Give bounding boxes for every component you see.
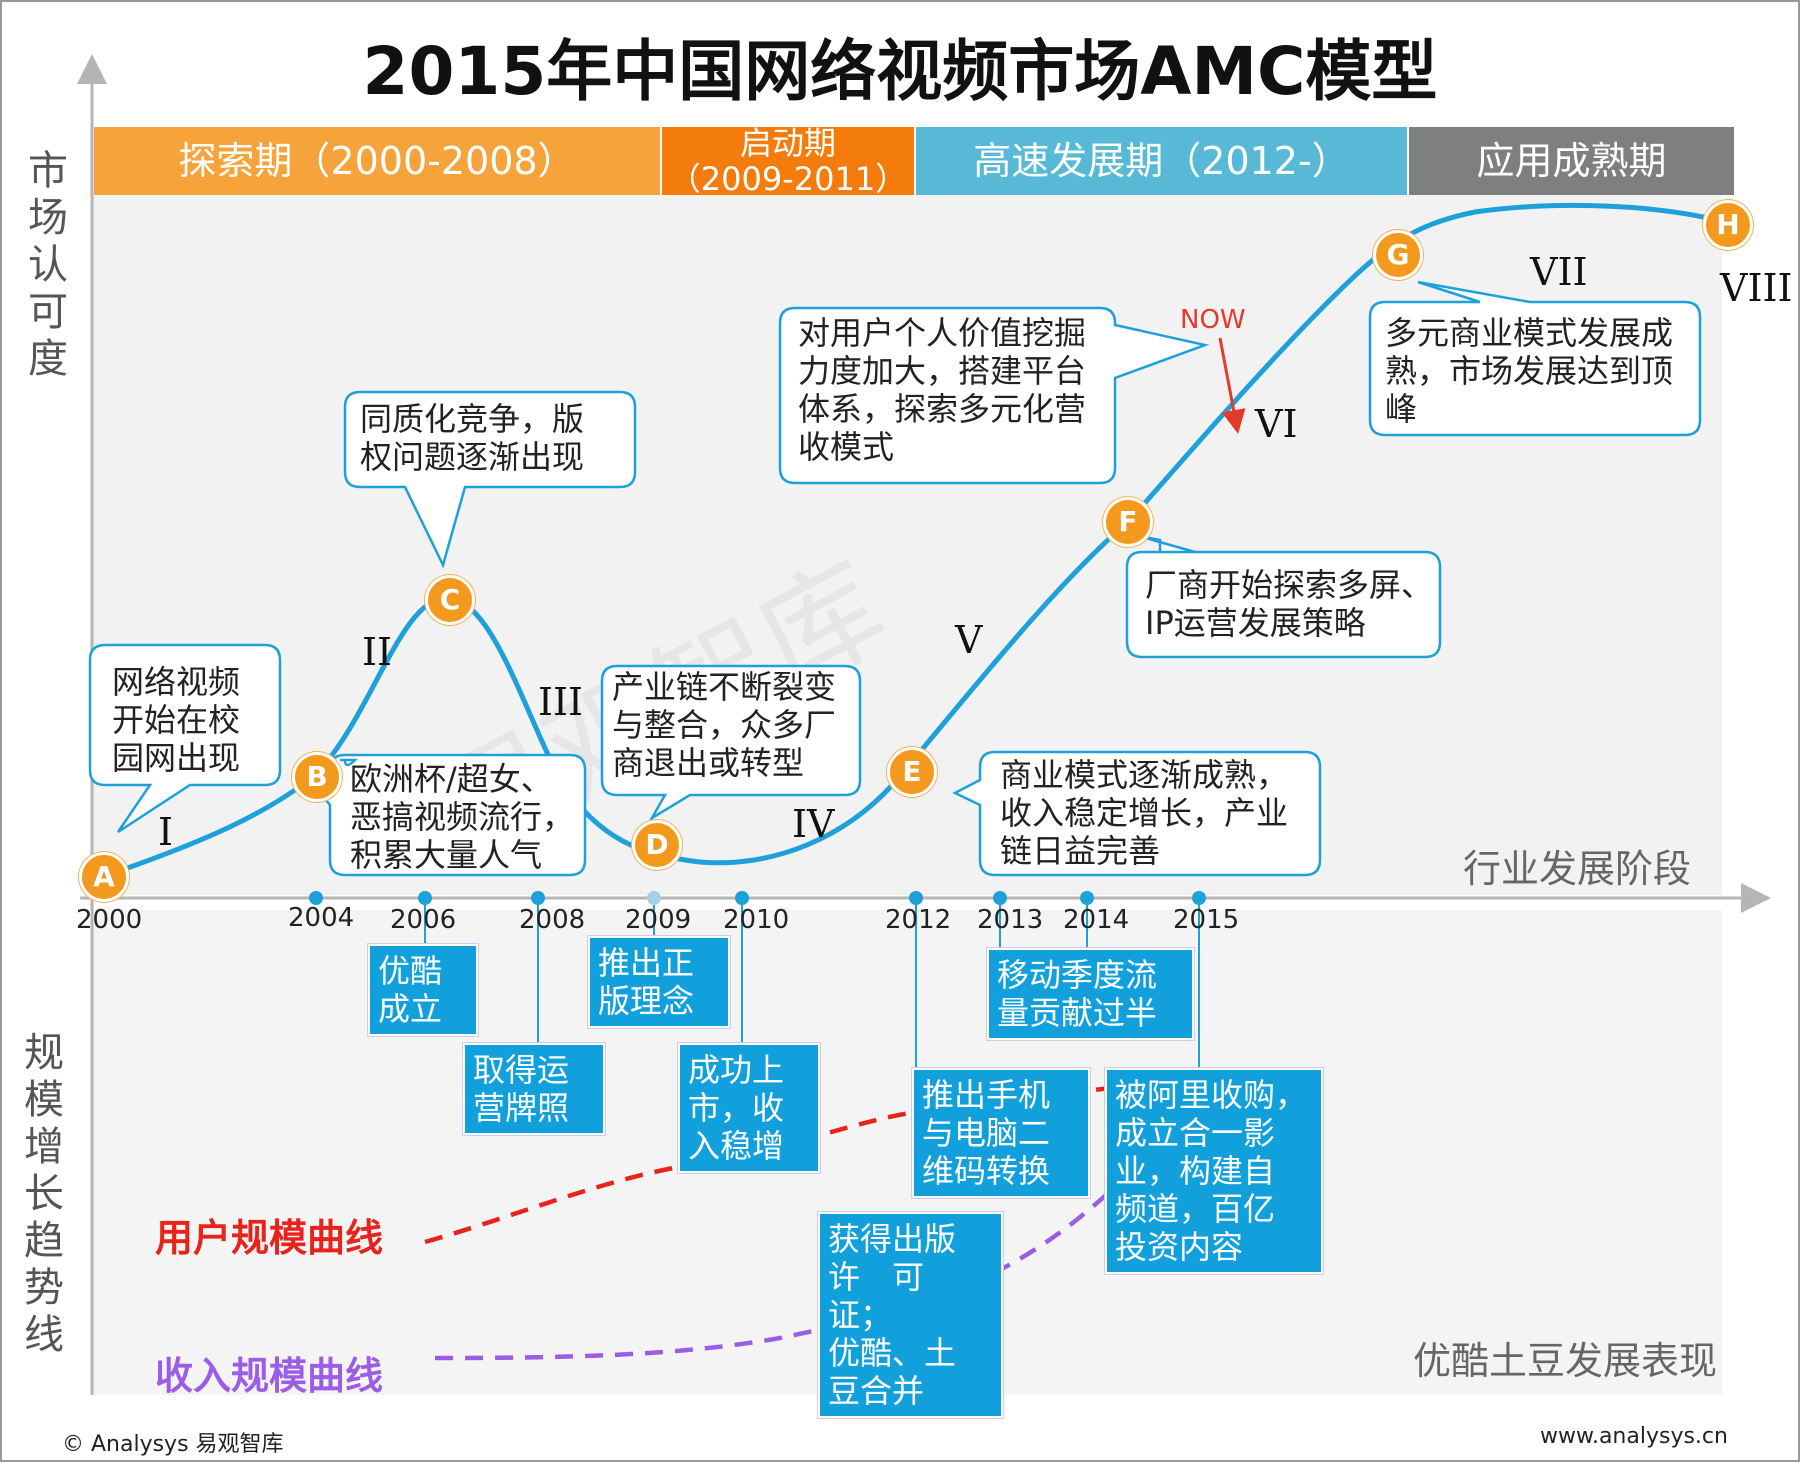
event-2012-a: 推出手机 与电脑二 维码转换: [912, 1068, 1090, 1198]
stage-label-5: V: [955, 618, 983, 662]
callout-now-text: 对用户个人价值挖掘 力度加大，搭建平台 体系，探索多元化营 收模式: [798, 314, 1087, 466]
node-e: E: [887, 747, 937, 797]
stage-label-4: IV: [792, 802, 835, 846]
callout-c-text: 同质化竞争，版 权问题逐渐出现: [360, 400, 585, 476]
node-a: A: [79, 852, 129, 902]
callout-g-bubble: [1368, 280, 1702, 437]
callout-d-bubble: [600, 664, 862, 822]
node-h: H: [1703, 200, 1753, 250]
year-2000: 2000: [76, 905, 143, 935]
year-2010: 2010: [723, 905, 790, 935]
year-2015: 2015: [1173, 905, 1240, 935]
year-2012: 2012: [885, 905, 952, 935]
event-2012-b: 获得出版 许 可 证； 优酷、土 豆合并: [818, 1212, 1003, 1418]
page-title: 2015年中国网络视频市场AMC模型: [362, 33, 1438, 110]
phase-exploration: 探索期（2000-2008）: [94, 127, 660, 195]
y-axis-label-growth: 规模增长趋势线: [24, 1030, 64, 1358]
bottom-axis-label: 优酷土豆发展表现: [1413, 1339, 1718, 1383]
node-c: C: [425, 575, 475, 625]
year-tick-dot: [418, 891, 432, 905]
now-arrow: [1218, 337, 1246, 434]
callout-c-bubble: [343, 390, 637, 569]
phase-rapid-growth: 高速发展期（2012-）: [916, 127, 1407, 195]
callout-now-bubble: [778, 306, 1210, 485]
callout-d-text: 产业链不断裂变 与整合，众多厂 商退出或转型: [612, 668, 837, 782]
year-tick-dot: [735, 891, 749, 905]
year-2008: 2008: [519, 905, 586, 935]
stage-label-3: III: [538, 680, 584, 724]
stage-label-2: II: [362, 630, 393, 674]
callout-f-text: 厂商开始探索多屏、 IP运营发展策略: [1145, 566, 1434, 642]
stage-label-7: VII: [1530, 250, 1588, 294]
callout-e-text: 商业模式逐渐成熟， 收入稳定增长，产业 链日益完善: [1000, 756, 1289, 870]
event-2010: 成功上 市，收 入稳增: [678, 1043, 820, 1173]
stage-label-6: VI: [1255, 402, 1298, 446]
callout-a-text: 网络视频 开始在校 园网出现: [112, 663, 241, 777]
node-b: B: [292, 752, 342, 802]
stage-label-8: VIII: [1720, 266, 1793, 310]
event-2013: 移动季度流 量贡献过半: [987, 948, 1194, 1040]
footer-copyright: © Analysys 易观智库: [62, 1432, 284, 1457]
event-2008: 取得运 营牌照: [463, 1043, 605, 1135]
footer-website: www.analysys.cn: [1540, 1424, 1728, 1449]
year-2004: 2004: [288, 903, 355, 933]
year-2009: 2009: [625, 905, 692, 935]
revenue-curve-label: 收入规模曲线: [155, 1354, 384, 1398]
year-2014: 2014: [1063, 905, 1130, 935]
user-curve-label: 用户规模曲线: [155, 1216, 384, 1260]
node-d: D: [632, 820, 682, 870]
callout-a-bubble: [88, 643, 282, 834]
year-tick-dot: [531, 891, 545, 905]
year-tick-dot: [993, 891, 1007, 905]
year-2006: 2006: [390, 905, 457, 935]
phase-maturity: 应用成熟期: [1409, 127, 1734, 195]
stage-label-1: I: [158, 810, 174, 854]
event-2006: 优酷 成立: [368, 944, 478, 1036]
event-2015: 被阿里收购， 成立合一影 业，构建自 频道，百亿 投资内容: [1105, 1068, 1323, 1274]
year-tick-dot: [1192, 891, 1206, 905]
year-tick-dot: [647, 891, 661, 905]
year-tick-dot: [309, 891, 323, 905]
node-f: F: [1103, 497, 1153, 547]
event-2009: 推出正 版理念: [588, 936, 730, 1028]
callout-e-bubble: [952, 750, 1322, 877]
year-2013: 2013: [977, 905, 1044, 935]
node-g: G: [1373, 230, 1423, 280]
year-tick-dot: [909, 891, 923, 905]
stage-axis-label: 行业发展阶段: [1463, 847, 1692, 891]
callout-g-text: 多元商业模式发展成 熟，市场发展达到顶 峰: [1385, 314, 1674, 428]
phase-startup: 启动期 （2009-2011）: [662, 125, 914, 197]
y-axis-label-market: 市场认可度: [28, 148, 68, 382]
year-markers: [309, 891, 1206, 1068]
year-tick-dot: [1080, 891, 1094, 905]
callout-b-text: 欧洲杯/超女、 恶搞视频流行， 积累大量人气: [350, 760, 575, 874]
now-label: NOW: [1180, 305, 1246, 335]
